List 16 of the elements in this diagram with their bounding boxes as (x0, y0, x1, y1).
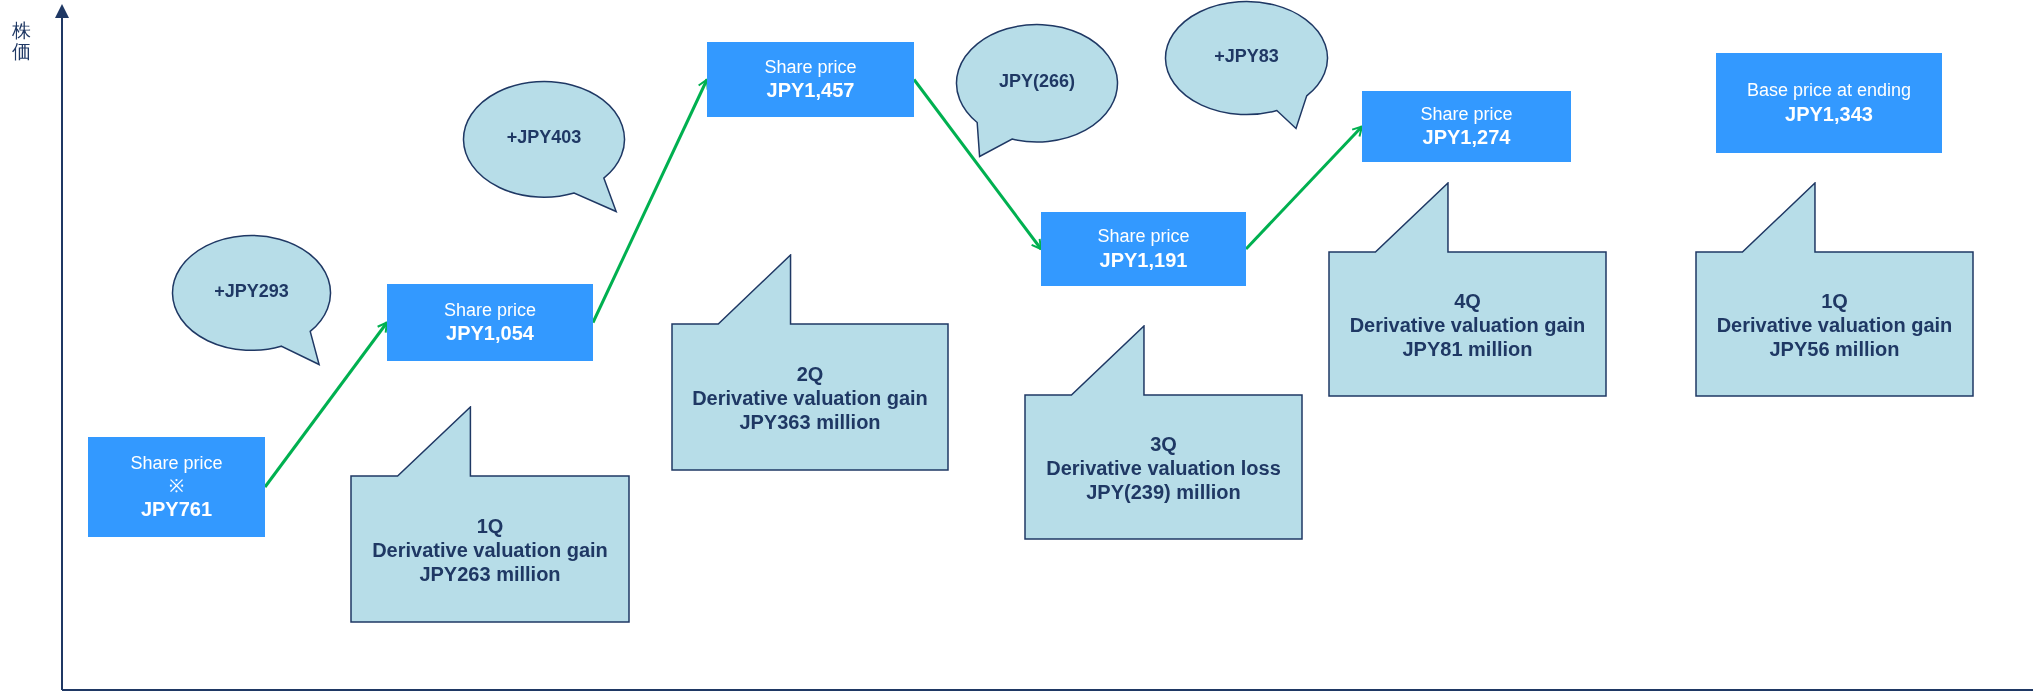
callout-box: 1Q Derivative valuation gain JPY56 million (1695, 182, 1974, 397)
share-price-box: Share price JPY1,274 (1362, 91, 1571, 162)
share-price-box: Share price JPY1,054 (387, 284, 593, 361)
axis-label: 株価 (12, 20, 31, 62)
share-price-box: Share price ※ JPY761 (88, 437, 265, 537)
callout-box: 2Q Derivative valuation gain JPY363 million (671, 254, 949, 471)
share-price-box: Share price JPY1,191 (1041, 212, 1246, 286)
share-price-box: Share price JPY1,457 (707, 42, 914, 117)
callout-box: 4Q Derivative valuation gain JPY81 million (1328, 182, 1607, 397)
speech-bubble: +JPY83 (1164, 0, 1329, 130)
speech-bubble: +JPY403 (462, 80, 626, 213)
callout-box: 1Q Derivative valuation gain JPY263 million (350, 406, 630, 623)
speech-bubble: +JPY293 (171, 234, 332, 366)
speech-bubble: JPY(266) (955, 23, 1119, 158)
share-price-box: Base price at ending JPY1,343 (1716, 53, 1942, 153)
callout-box: 3Q Derivative valuation loss JPY(239) million (1024, 325, 1303, 540)
